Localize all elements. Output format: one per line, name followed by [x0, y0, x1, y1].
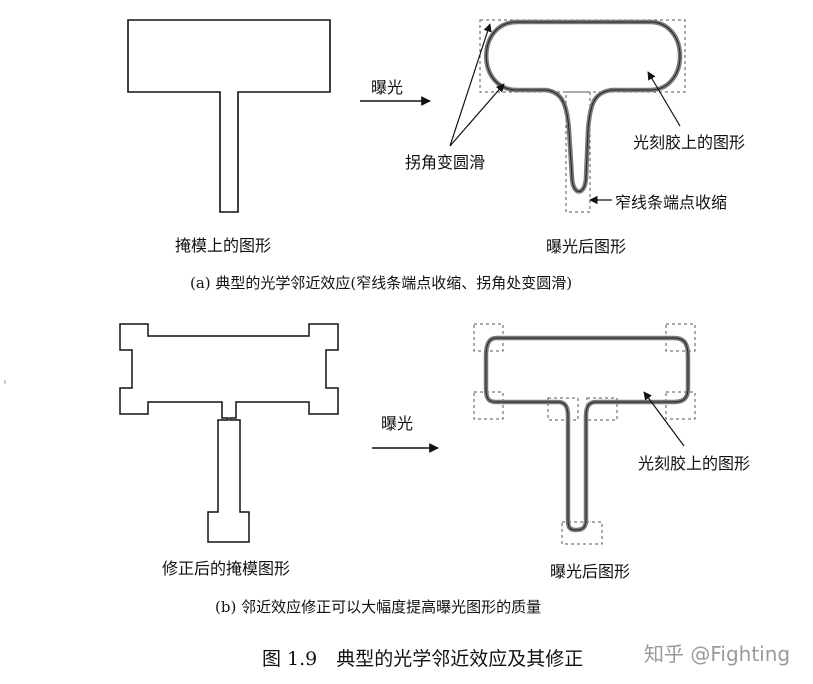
figure-caption: 图 1.9 典型的光学邻近效应及其修正: [262, 648, 584, 670]
corner-arrow-1: [449, 23, 492, 147]
exposure-label-b: 曝光: [381, 414, 414, 433]
resist-label-a: 光刻胶上的图形: [633, 133, 746, 152]
corrected-mask-shape: [119, 323, 339, 543]
mask-t-shape: [127, 19, 331, 213]
mask-label-a: 掩模上的图形: [175, 236, 272, 255]
caption-b: (b) 邻近效应修正可以大幅度提高曝光图形的质量: [215, 598, 542, 616]
result-label-b: 曝光后图形: [550, 562, 631, 581]
resist-shape-a-core: [485, 21, 681, 192]
corner-label: 拐角变圆滑: [405, 153, 486, 172]
corner-arrow-2: [449, 83, 505, 147]
resist-label-b: 光刻胶上的图形: [638, 454, 751, 473]
resist-arrow-b: [643, 391, 685, 447]
line-end-label: 窄线条端点收缩: [615, 193, 728, 212]
watermark: 知乎 @Fighting: [644, 642, 791, 666]
resist-shape-b-core: [485, 337, 689, 531]
resist-arrow-a: [647, 71, 681, 127]
result-label-a: 曝光后图形: [546, 237, 627, 256]
caption-a: (a) 典型的光学邻近效应(窄线条端点收缩、拐角处变圆滑): [190, 274, 573, 292]
mask-label-b: 修正后的掩模图形: [162, 559, 291, 578]
exposure-label-a: 曝光: [371, 78, 404, 97]
mask-outline-guides-a: [479, 19, 686, 213]
resist-shape-b: [483, 335, 691, 533]
resist-shape-a: [484, 19, 683, 194]
